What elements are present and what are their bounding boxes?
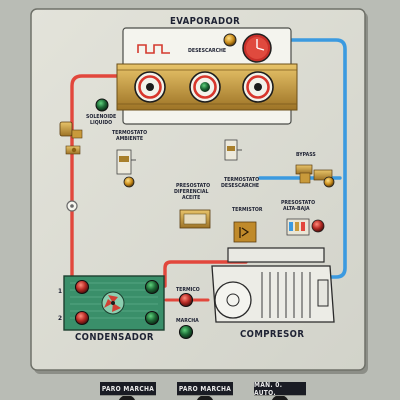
evaporator-fan-2-icon: [189, 71, 221, 103]
oil-pressostat-label-line1: PRESOSTATO: [176, 183, 211, 189]
bypass-label: BYPASS: [296, 152, 316, 158]
stop-run-1-plate: PARO MARCHA: [100, 382, 156, 395]
manual-auto-switch[interactable]: [271, 395, 289, 400]
high-low-pressostat-label-line2: ALTA-BAJA: [283, 206, 310, 212]
expansion-valve-center: [70, 204, 74, 208]
suction-line-blue: [288, 38, 347, 279]
condenser-label: CONDENSADOR: [75, 332, 154, 343]
solenoid-valve-icon: [59, 121, 83, 155]
high-low-pressostat-lamp: [311, 219, 325, 233]
evaporator-fan-3-icon: [242, 71, 274, 103]
oil-pressostat-label-line3: ACEITE: [182, 195, 201, 201]
bypass-valve-icon: [295, 164, 333, 184]
thermal-label: TERMICO: [176, 287, 200, 293]
defrost-timer-clock-icon: [242, 33, 272, 63]
defrost-thermostat-label-line1: TERMOSTATO: [224, 177, 260, 183]
ambient-thermostat-icon: [116, 149, 136, 175]
run-lamp: [178, 324, 194, 340]
defrost-thermostat-label-line2: DESESCARCHE: [221, 183, 260, 189]
condenser-lamp-bottom-left: [74, 310, 90, 326]
condenser-lamp-top-left: [74, 279, 90, 295]
compressor-label: COMPRESOR: [240, 329, 305, 340]
ambient-thermostat-lamp: [123, 176, 135, 188]
solenoid-label-line2: LIQUIDO: [90, 120, 113, 126]
condenser-fan-icon: [101, 291, 125, 315]
thermistor-icon: [233, 221, 257, 243]
defrost-lamp: [223, 33, 237, 47]
evaporator-label: EVAPORADOR: [170, 16, 241, 27]
solenoid-lamp: [95, 98, 109, 112]
high-low-pressostat-label-line1: PRESOSTATO: [281, 200, 316, 206]
oil-pressostat-label-line2: DIFERENCIAL: [174, 189, 209, 195]
stop-run-switch-2[interactable]: [196, 395, 214, 400]
liquid-line-red: [70, 74, 124, 280]
defrost-label: DESESCARCHE: [188, 48, 227, 54]
manual-auto-plate: MAN. 0. AUTO.: [254, 381, 306, 397]
hot-gas-line-red: [163, 260, 248, 288]
solenoid-label-line1: SOLENOIDE: [86, 114, 117, 120]
run-label: MARCHA: [176, 318, 199, 324]
coil-fins: [117, 69, 297, 105]
thermal-overload-lamp: [178, 292, 194, 308]
defrost-thermostat-icon: [224, 139, 242, 161]
compressor-unit: [211, 247, 335, 323]
ambient-thermostat-label-line2: AMBIENTE: [116, 136, 144, 142]
oil-pressostat-icon: [179, 209, 211, 229]
thermistor-label: TERMISTOR: [232, 207, 263, 213]
defrost-pulse-icon: [137, 44, 170, 54]
bypass-lamp: [323, 176, 335, 188]
high-low-pressostat-icon: [286, 218, 310, 236]
condenser-lamp-bottom-right: [144, 310, 160, 326]
stop-run-switch-1[interactable]: [118, 395, 136, 400]
condenser-switch-1-label: 1: [58, 287, 63, 295]
condenser-lamp-top-right: [144, 279, 160, 295]
condenser-switch-2-label: 2: [58, 314, 63, 322]
evaporator-fan-1-icon: [134, 71, 166, 103]
stop-run-2-plate: PARO MARCHA: [177, 382, 233, 395]
ambient-thermostat-label-line1: TERMOSTATO: [112, 130, 148, 136]
